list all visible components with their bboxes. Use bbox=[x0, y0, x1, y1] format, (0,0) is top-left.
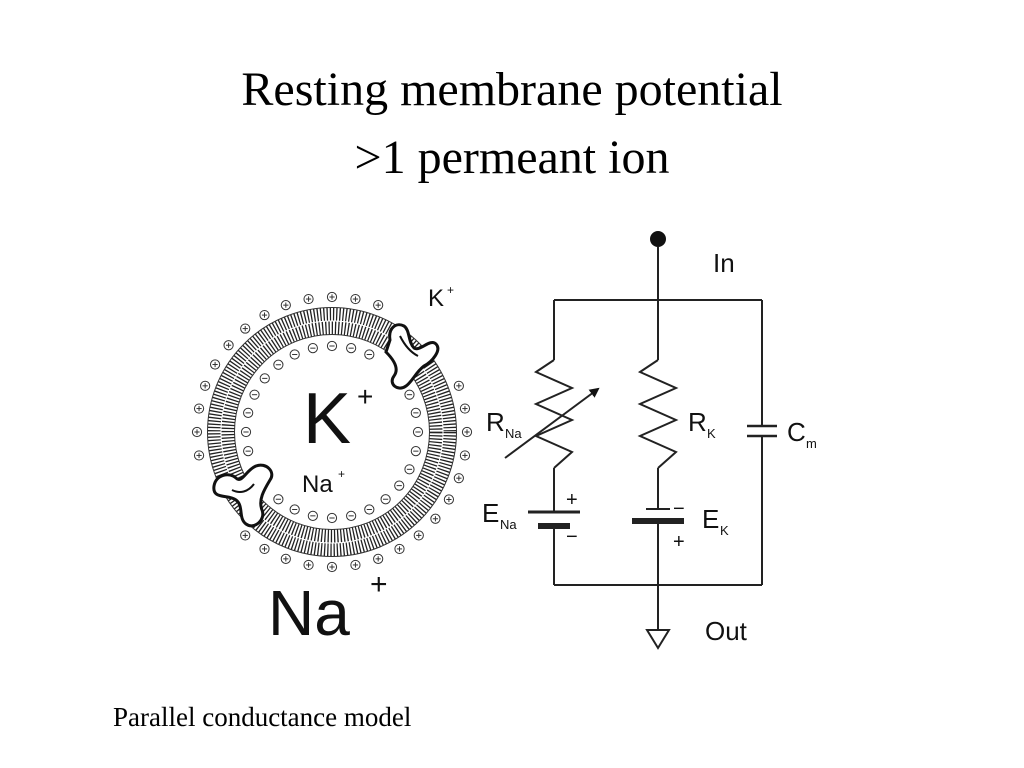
figure-caption: Parallel conductance model bbox=[113, 702, 412, 732]
channel-k-label: K bbox=[428, 285, 444, 312]
outside-positive-charge bbox=[413, 530, 424, 541]
na-channel bbox=[212, 463, 274, 528]
circuit-labels: In Out R Na R K C m E Na E K + − − + bbox=[482, 248, 817, 646]
inside-negative-charge bbox=[259, 373, 270, 384]
outside-positive-charge bbox=[459, 403, 471, 414]
inner-k-sup: + bbox=[357, 381, 373, 412]
cell-diagram: K + K + Na + Na + bbox=[191, 283, 473, 649]
inside-negative-charge bbox=[289, 349, 300, 360]
inside-negative-charge bbox=[404, 389, 415, 400]
ena-label: E bbox=[482, 498, 499, 528]
input-terminal bbox=[650, 231, 666, 247]
inside-negative-charge bbox=[240, 426, 252, 438]
ek-subscript: K bbox=[720, 523, 729, 538]
outside-positive-charge bbox=[303, 559, 314, 571]
inside-negative-charge bbox=[410, 446, 421, 457]
inside-negative-charge bbox=[243, 407, 254, 418]
outside-positive-charge bbox=[240, 530, 251, 541]
outside-positive-charge bbox=[209, 359, 221, 370]
outside-positive-charge bbox=[193, 450, 205, 461]
slide-title: Resting membrane potential >1 permeant i… bbox=[0, 56, 1024, 192]
ena-minus-sign: − bbox=[566, 526, 578, 548]
lipid-bilayer bbox=[207, 307, 457, 557]
outside-positive-charge bbox=[443, 494, 455, 505]
inner-na-sup: + bbox=[338, 467, 345, 481]
rk-resistor bbox=[637, 359, 679, 469]
outside-positive-charge bbox=[303, 293, 314, 305]
rna-subscript: Na bbox=[505, 426, 522, 441]
outside-positive-charge bbox=[373, 553, 384, 564]
inside-negative-charge bbox=[307, 343, 318, 354]
inside-negative-charge bbox=[273, 494, 284, 505]
inside-negative-charge bbox=[346, 510, 357, 521]
inside-negative-charge bbox=[404, 464, 415, 475]
inside-negative-charge bbox=[364, 504, 375, 515]
inside-negative-charge bbox=[289, 504, 300, 515]
outside-positive-charge bbox=[453, 380, 464, 391]
inside-negative-charge bbox=[326, 512, 338, 524]
ek-minus-sign: − bbox=[673, 498, 685, 520]
inside-negative-charge bbox=[243, 446, 254, 457]
rna-resistor bbox=[533, 359, 575, 469]
inside-negative-charge bbox=[307, 510, 318, 521]
channel-k-sup: + bbox=[447, 283, 454, 297]
rk-label: R bbox=[688, 407, 707, 437]
inner-na-label: Na bbox=[302, 471, 333, 498]
outside-positive-charge bbox=[200, 380, 211, 391]
inside-negative-charge bbox=[249, 389, 260, 400]
outside-positive-charge bbox=[394, 543, 405, 555]
variable-arrow bbox=[504, 387, 600, 459]
outside-positive-charge bbox=[461, 426, 473, 438]
rk-subscript: K bbox=[707, 426, 716, 441]
ek-plus-sign: + bbox=[673, 531, 685, 553]
ena-plus-sign: + bbox=[566, 489, 578, 511]
inside-negative-charge bbox=[346, 343, 357, 354]
title-line-2: >1 permeant ion bbox=[354, 131, 670, 184]
outside-positive-charge bbox=[350, 293, 361, 305]
outside-positive-charge bbox=[350, 559, 361, 571]
k-branch bbox=[632, 300, 684, 585]
title-line-1: Resting membrane potential bbox=[241, 63, 783, 116]
capacitor-branch bbox=[747, 300, 777, 585]
outside-positive-charge bbox=[459, 450, 471, 461]
outside-positive-charge bbox=[453, 473, 464, 484]
rna-label: R bbox=[486, 407, 505, 437]
ena-subscript: Na bbox=[500, 517, 517, 532]
cm-subscript: m bbox=[806, 436, 817, 451]
outside-positive-charge bbox=[259, 543, 270, 555]
outside-positive-charge bbox=[430, 513, 441, 524]
outside-positive-charge bbox=[373, 300, 384, 311]
ground-symbol bbox=[645, 629, 671, 650]
inner-k-label: K bbox=[303, 379, 351, 459]
inside-negative-charge bbox=[412, 426, 424, 438]
outside-positive-charge bbox=[191, 426, 203, 438]
outside-positive-charge bbox=[240, 323, 251, 334]
outside-positive-charge bbox=[223, 340, 234, 351]
outer-na-sup: + bbox=[370, 568, 388, 601]
inside-negative-charge bbox=[380, 494, 391, 505]
k-channel bbox=[384, 323, 440, 390]
inside-negative-charge bbox=[326, 340, 338, 352]
inside-negative-charge bbox=[273, 359, 284, 370]
cm-label: C bbox=[787, 417, 806, 447]
in-label: In bbox=[713, 248, 735, 278]
outside-positive-charge bbox=[280, 300, 291, 311]
outside-positive-charge bbox=[259, 309, 270, 321]
outside-positive-charge bbox=[326, 291, 338, 303]
circuit bbox=[504, 231, 777, 650]
outside-positive-charge bbox=[280, 553, 291, 564]
na-branch bbox=[504, 300, 600, 585]
out-label: Out bbox=[705, 616, 748, 646]
inner-charges bbox=[240, 340, 424, 524]
inside-negative-charge bbox=[394, 480, 405, 491]
inside-negative-charge bbox=[364, 349, 375, 360]
outside-positive-charge bbox=[193, 403, 205, 414]
outer-na-label: Na bbox=[268, 577, 350, 649]
outer-charges bbox=[191, 291, 473, 573]
outside-positive-charge bbox=[326, 561, 338, 573]
ek-label: E bbox=[702, 504, 719, 534]
inside-negative-charge bbox=[410, 407, 421, 418]
